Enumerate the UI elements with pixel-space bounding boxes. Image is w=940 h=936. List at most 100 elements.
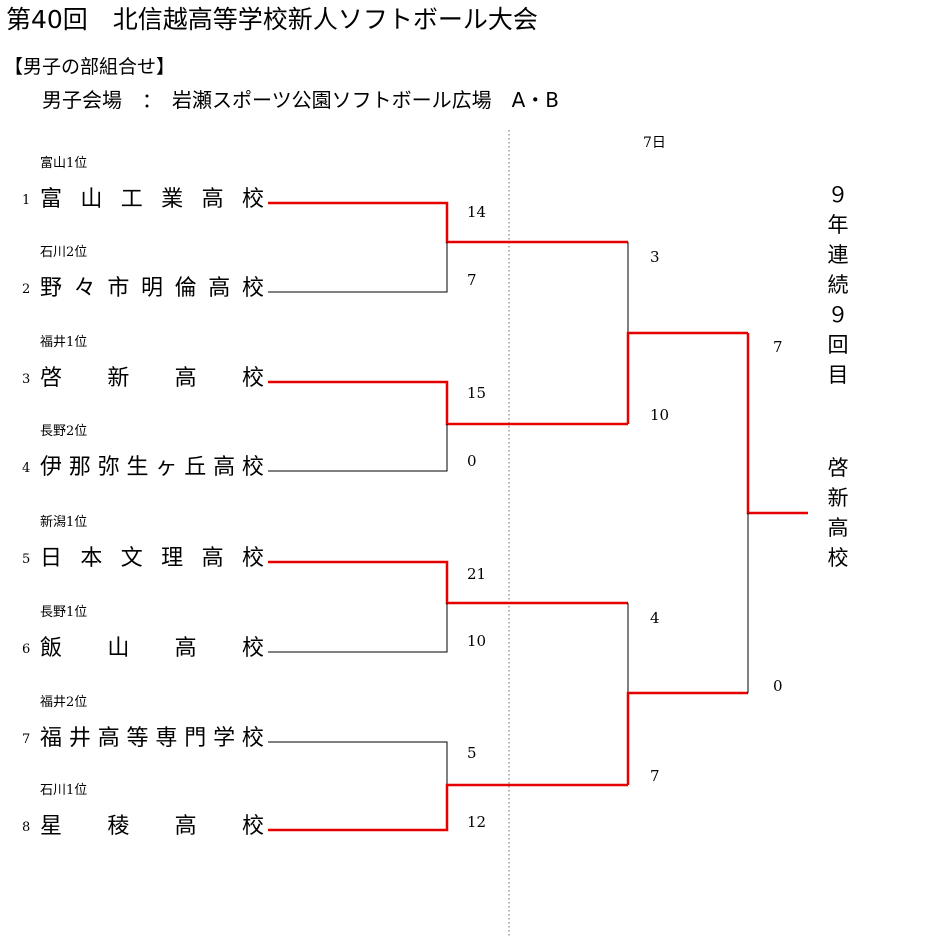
team-name-char: 生 xyxy=(126,455,149,480)
champion-note-char: 目 xyxy=(827,363,849,387)
team-name-char: 新 xyxy=(107,366,130,391)
team-name-char: 丘 xyxy=(184,455,207,480)
team-name-char: 工 xyxy=(120,187,143,212)
winner-line xyxy=(268,380,628,426)
match-score: 0 xyxy=(773,677,783,695)
team-name-char: 福 xyxy=(40,726,63,751)
team-name-char: 富 xyxy=(40,187,63,212)
team-name-char: 業 xyxy=(161,187,184,212)
champion-note-char: 連 xyxy=(827,243,849,267)
seed-label: 福井1位 xyxy=(40,335,88,350)
match-score: 4 xyxy=(650,609,660,627)
champion-name-char: 校 xyxy=(827,546,849,570)
team-name-char: 高 xyxy=(208,276,231,301)
team-number: 4 xyxy=(22,461,31,476)
team-name-char: 那 xyxy=(68,455,91,480)
seed-label: 石川1位 xyxy=(40,783,88,798)
team-name-char: 校 xyxy=(241,187,264,212)
team-name-char: 市 xyxy=(107,276,130,301)
team-name-char: 高 xyxy=(97,726,120,751)
team-name-char: 文 xyxy=(120,546,143,571)
winner-line xyxy=(746,333,808,515)
team-name-char: 校 xyxy=(241,636,264,661)
team-number: 7 xyxy=(22,732,31,747)
team-name-char: 高 xyxy=(213,455,236,480)
team-name-char: 井 xyxy=(68,726,91,751)
team-name-char: 山 xyxy=(80,187,103,212)
team-name-char: 弥 xyxy=(97,455,120,480)
team-name-char: 門 xyxy=(184,726,207,751)
team-name-char: 高 xyxy=(201,187,224,212)
team-name-char: 高 xyxy=(174,366,197,391)
team-name-char: 啓 xyxy=(40,366,63,391)
champion-note-char: 回 xyxy=(827,333,849,357)
seed-label: 新潟1位 xyxy=(40,515,88,530)
team-name: 野々市明倫高校 xyxy=(40,275,264,303)
winner-line xyxy=(626,691,748,785)
team-number: 8 xyxy=(22,820,31,835)
page-title: 第40回 北信越高等学校新人ソフトボール大会 xyxy=(6,5,538,34)
team-name-char: 学 xyxy=(213,726,236,751)
team-name: 星稜高校 xyxy=(40,813,264,841)
loser-line xyxy=(268,242,448,293)
champion-note-char: ９ xyxy=(827,183,849,207)
champion-note-char: 続 xyxy=(827,273,849,297)
team-name-char: 校 xyxy=(241,366,264,391)
team-name-char: 稜 xyxy=(107,814,130,839)
seed-label: 長野1位 xyxy=(40,605,88,620)
match-score: 21 xyxy=(467,565,487,583)
team-name-char: 理 xyxy=(161,546,184,571)
match-score: 10 xyxy=(650,406,670,424)
loser-line xyxy=(268,424,448,472)
team-name-char: 校 xyxy=(241,546,264,571)
team-number: 3 xyxy=(22,372,31,387)
team-name-char: 日 xyxy=(40,546,63,571)
team-name: 富山工業高校 xyxy=(40,186,264,214)
winner-line xyxy=(268,560,628,605)
team-name-char: 校 xyxy=(241,814,264,839)
team-name-char: 伊 xyxy=(40,455,63,480)
champion-note-char: 年 xyxy=(827,213,849,237)
team-name-char: 々 xyxy=(73,276,96,301)
team-number: 6 xyxy=(22,642,31,657)
team-name-char: 校 xyxy=(241,276,264,301)
team-name: 啓新高校 xyxy=(40,365,264,393)
team-name-char: 等 xyxy=(126,726,149,751)
section-subtitle: 【男子の部組合せ】 xyxy=(4,56,176,78)
team-number: 5 xyxy=(22,552,31,567)
team-name-char: 本 xyxy=(80,546,103,571)
match-score: 7 xyxy=(773,338,783,356)
seed-label: 長野2位 xyxy=(40,424,88,439)
seed-label: 福井2位 xyxy=(40,695,88,710)
team-name-char: ヶ xyxy=(155,455,178,480)
seed-label: 富山1位 xyxy=(40,156,88,171)
team-name-char: 野 xyxy=(40,276,63,301)
team-name-char: 倫 xyxy=(174,276,197,301)
winner-line xyxy=(626,331,748,424)
team-name-char: 明 xyxy=(140,276,163,301)
team-name: 日本文理高校 xyxy=(40,545,264,573)
match-score: 12 xyxy=(467,813,487,831)
winner-line xyxy=(268,783,628,832)
team-name-char: 高 xyxy=(174,814,197,839)
team-name-char: 飯 xyxy=(40,636,63,661)
champion-name-char: 啓 xyxy=(827,456,849,480)
match-score: 5 xyxy=(467,744,477,762)
team-name-char: 高 xyxy=(201,546,224,571)
date-label: 7日 xyxy=(643,135,666,151)
team-name-char: 校 xyxy=(241,455,264,480)
team-name: 福井高等専門学校 xyxy=(40,725,264,753)
champion-name: 啓新高校 xyxy=(818,453,858,573)
champion-name-char: 高 xyxy=(827,516,849,540)
team-name-char: 専 xyxy=(155,726,178,751)
winner-line xyxy=(268,201,628,244)
team-name-char: 高 xyxy=(174,636,197,661)
team-number: 2 xyxy=(22,282,31,297)
team-name-char: 星 xyxy=(40,814,63,839)
team-name-char: 山 xyxy=(107,636,130,661)
match-score: 15 xyxy=(467,384,487,402)
team-name-char: 校 xyxy=(241,726,264,751)
match-score: 10 xyxy=(467,632,487,650)
match-score: 14 xyxy=(467,203,487,221)
